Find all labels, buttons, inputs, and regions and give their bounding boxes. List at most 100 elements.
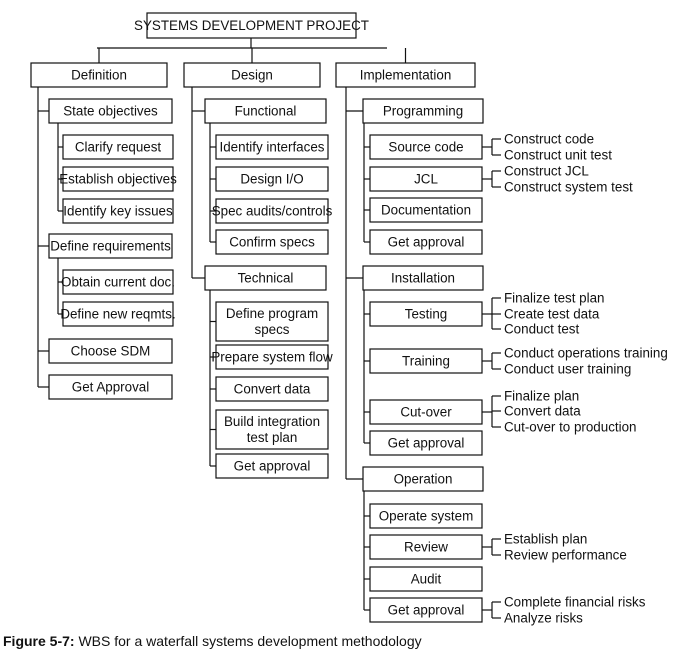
state-objectives-label: State objectives [63, 104, 158, 119]
get-approval-definition-box [48, 374, 173, 400]
spec-audits-controls: Spec audits/controls [212, 198, 333, 224]
build-integration-test-plan-box [215, 409, 329, 450]
obtain-current-doc: Obtain current doc. [61, 269, 175, 295]
identify-key-issues-label: Identify key issues [63, 204, 173, 219]
installation-training-label: Training [402, 354, 450, 369]
state-objectives: State objectives [48, 98, 173, 124]
establish-objectives: Establish objectives [59, 166, 177, 192]
phase-definition-label: Definition [71, 68, 127, 83]
installation-testing-label: Testing [405, 307, 447, 322]
get-approval-technical: Get approval [215, 453, 329, 479]
figure-title: WBS for a waterfall systems development … [78, 633, 422, 649]
get-approval-definition-label: Get Approval [72, 380, 149, 395]
design-io-label: Design I/O [240, 172, 303, 187]
obtain-current-doc-label: Obtain current doc. [61, 275, 175, 290]
task-cut-over-to-production: Cut-over to production [504, 420, 637, 435]
clarify-request: Clarify request [62, 134, 174, 160]
programming-documentation-box [369, 197, 483, 223]
technical-box [204, 265, 327, 291]
installation-training: Training [369, 348, 483, 374]
task-conduct-operations-training: Conduct operations training [504, 346, 668, 361]
programming-jcl-box [369, 166, 483, 192]
convert-data-design-box [215, 376, 329, 402]
programming-documentation-label: Documentation [381, 203, 471, 218]
figure-label: Figure 5-7: [3, 633, 75, 649]
identify-interfaces: Identify interfaces [215, 134, 329, 160]
installation-cut-over-label: Cut-over [400, 405, 452, 420]
choose-sdm-label: Choose SDM [71, 344, 151, 359]
root-node-box [146, 12, 357, 39]
functional-box [204, 98, 327, 124]
installation-cut-over: Cut-over [369, 399, 483, 425]
clarify-request-box [62, 134, 174, 160]
phase-definition-box [30, 62, 168, 88]
choose-sdm: Choose SDM [48, 338, 173, 364]
establish-objectives-box [62, 166, 174, 192]
installation-testing-box [369, 301, 483, 327]
operation-label: Operation [394, 472, 453, 487]
confirm-specs: Confirm specs [215, 229, 329, 255]
programming-label: Programming [383, 104, 463, 119]
state-objectives-box [48, 98, 173, 124]
installation-get-approval-box [369, 430, 483, 456]
installation-testing: Testing [369, 301, 483, 327]
operation-review-label: Review [404, 540, 448, 555]
technical-label: Technical [238, 271, 294, 286]
operation-get-approval-box [369, 597, 483, 623]
define-requirements-box [48, 233, 173, 259]
phase-implementation-box [335, 62, 476, 88]
technical: Technical [204, 265, 327, 291]
programming-get-approval: Get approval [369, 229, 483, 255]
prepare-system-flow-box [215, 344, 329, 370]
define-new-reqmts-label: Define new reqmts. [60, 307, 175, 322]
operation-operate-system-box [369, 503, 483, 529]
convert-data-design-label: Convert data [234, 382, 311, 397]
identify-key-issues: Identify key issues [62, 198, 174, 224]
spec-audits-controls-label: Spec audits/controls [212, 204, 333, 219]
get-approval-technical-label: Get approval [234, 459, 311, 474]
phase-design: Design [183, 62, 321, 88]
installation-box [362, 265, 484, 291]
obtain-current-doc-box [62, 269, 174, 295]
figure-caption: Figure 5-7: WBS for a waterfall systems … [3, 633, 422, 649]
identify-key-issues-box [62, 198, 174, 224]
operation-audit-label: Audit [411, 572, 442, 587]
build-integration-test-plan-label: Build integration [224, 414, 320, 429]
define-program-specs-label: Define program [226, 306, 318, 321]
define-program-specs-box [215, 301, 329, 342]
task-create-test-data: Create test data [504, 307, 600, 322]
get-approval-technical-box [215, 453, 329, 479]
installation-cut-over-box [369, 399, 483, 425]
operation-get-approval: Get approval [369, 597, 483, 623]
task-establish-plan: Establish plan [504, 532, 587, 547]
programming-source-code-label: Source code [388, 140, 463, 155]
programming-documentation: Documentation [369, 197, 483, 223]
task-finalize-plan: Finalize plan [504, 389, 579, 404]
connector-lines [37, 38, 501, 619]
task-analyze-risks: Analyze risks [504, 611, 583, 626]
choose-sdm-box [48, 338, 173, 364]
operation-review: Review [369, 534, 483, 560]
installation-get-approval-label: Get approval [388, 436, 465, 451]
identify-interfaces-box [215, 134, 329, 160]
spec-audits-controls-box [215, 198, 329, 224]
programming-get-approval-label: Get approval [388, 235, 465, 250]
operation: Operation [362, 466, 484, 492]
task-construct-jcl: Construct JCL [504, 164, 589, 179]
operation-operate-system-label: Operate system [379, 509, 474, 524]
confirm-specs-box [215, 229, 329, 255]
operation-review-box [369, 534, 483, 560]
operation-audit-box [369, 566, 483, 592]
design-io: Design I/O [215, 166, 329, 192]
root-node: SYSTEMS DEVELOPMENT PROJECT [134, 12, 369, 39]
installation-label: Installation [391, 271, 455, 286]
task-conduct-test: Conduct test [504, 322, 579, 337]
operation-audit: Audit [369, 566, 483, 592]
installation: Installation [362, 265, 484, 291]
design-io-box [215, 166, 329, 192]
programming-source-code-box [369, 134, 483, 160]
